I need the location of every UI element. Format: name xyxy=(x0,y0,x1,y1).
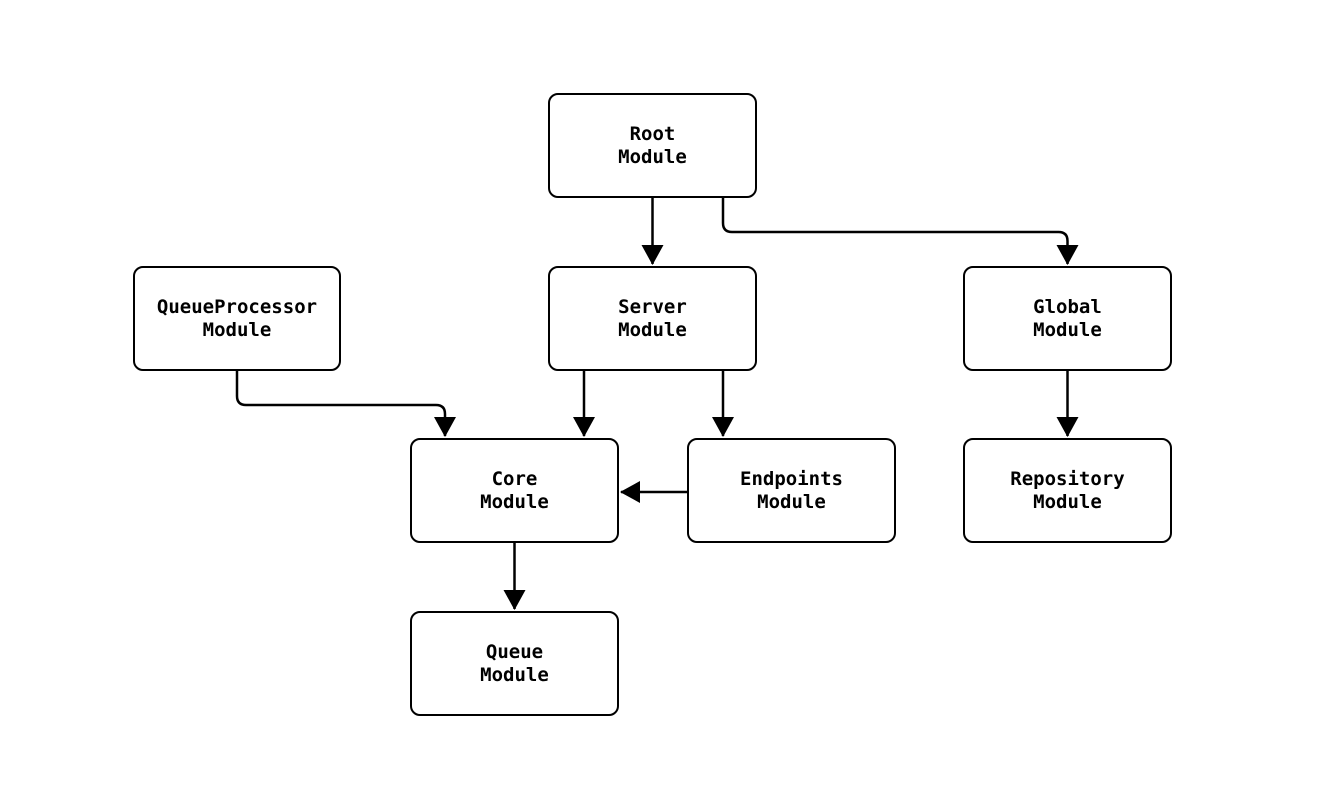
node-queueprocessor-module-label: QueueProcessor Module xyxy=(156,295,318,341)
node-endpoints-module: Endpoints Module xyxy=(687,438,896,543)
edge-queueprocessor-to-core xyxy=(235,371,456,437)
node-endpoints-module-label: Endpoints Module xyxy=(740,467,843,513)
node-queue-module-label: Queue Module xyxy=(480,640,549,686)
node-server-module: Server Module xyxy=(548,266,757,371)
node-queueprocessor-module: QueueProcessor Module xyxy=(133,266,341,371)
node-root-module: Root Module xyxy=(548,93,757,198)
node-global-module: Global Module xyxy=(963,266,1172,371)
node-core-module-label: Core Module xyxy=(480,467,549,513)
node-core-module: Core Module xyxy=(410,438,619,543)
node-root-module-label: Root Module xyxy=(618,122,687,168)
node-repository-module-label: Repository Module xyxy=(1010,467,1125,513)
node-server-module-label: Server Module xyxy=(618,295,687,341)
node-queue-module: Queue Module xyxy=(410,611,619,716)
node-repository-module: Repository Module xyxy=(963,438,1172,543)
edge-root-to-global xyxy=(721,198,1079,265)
node-global-module-label: Global Module xyxy=(1033,295,1102,341)
